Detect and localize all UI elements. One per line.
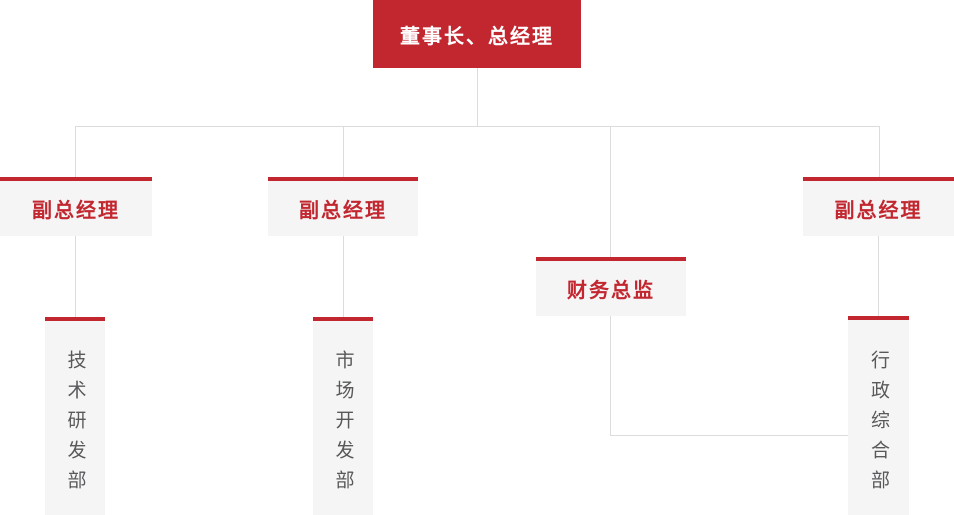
- node-label: 财务总监: [567, 280, 655, 302]
- node-label: 技术研发部: [64, 350, 86, 500]
- connector-cfo-elbow-horizontal: [610, 435, 848, 436]
- connector-main-horizontal: [75, 126, 880, 127]
- node-deputy-gm-3: 副总经理: [803, 177, 954, 236]
- node-label: 副总经理: [299, 200, 387, 222]
- connector-vp2-dept2: [343, 236, 344, 317]
- node-finance-director: 财务总监: [536, 257, 686, 316]
- node-deputy-gm-2: 副总经理: [268, 177, 418, 236]
- connector-vp3-dept3: [878, 236, 879, 316]
- node-dept-market-dev: 市场开发部: [313, 317, 373, 515]
- connector-drop-vp1: [75, 126, 76, 177]
- node-deputy-gm-1: 副总经理: [0, 177, 152, 236]
- node-label: 副总经理: [834, 200, 923, 222]
- connector-root-drop: [477, 68, 478, 127]
- connector-drop-vp3: [879, 126, 880, 177]
- node-dept-admin-general: 行政综合部: [848, 316, 909, 515]
- node-label: 董事长、总经理: [400, 25, 554, 48]
- connector-drop-vp2: [343, 126, 344, 177]
- node-label: 行政综合部: [868, 349, 889, 500]
- node-dept-tech-rnd: 技术研发部: [45, 317, 105, 515]
- node-chairman-general-manager: 董事长、总经理: [373, 0, 581, 68]
- connector-vp1-dept1: [75, 236, 76, 317]
- connector-cfo-elbow-vertical: [610, 315, 611, 435]
- node-label: 副总经理: [32, 200, 120, 222]
- node-label: 市场开发部: [332, 350, 354, 500]
- connector-drop-cfo: [610, 126, 611, 257]
